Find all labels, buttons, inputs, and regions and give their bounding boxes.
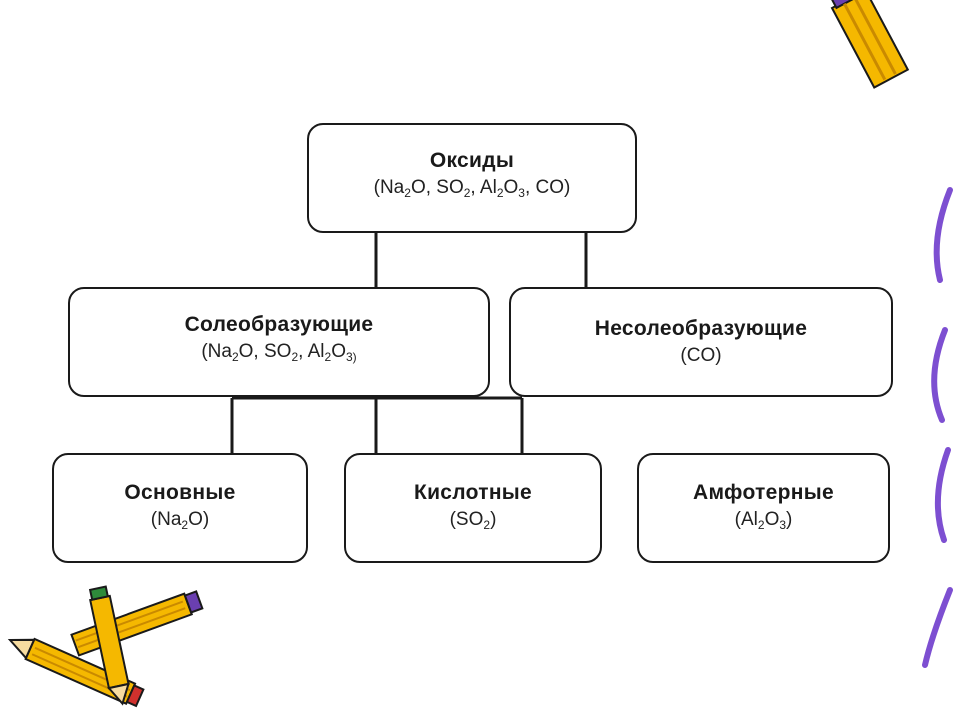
node-oxides-formula: (Na2O, SO2, Al2O3, CO) [309, 177, 635, 199]
formula-text: ) [490, 509, 497, 530]
node-non-salt-forming-formula: (CO) [511, 345, 891, 367]
formula-text: (Na [373, 177, 405, 198]
node-salt-forming-title: Солеобразующие [184, 313, 374, 336]
formula-text: O [764, 509, 780, 530]
crossed-pencils-icon [7, 585, 204, 708]
formula-subscript: 2 [463, 186, 471, 200]
node-salt-forming-formula: (Na2O, SO2, Al2O3) [70, 341, 488, 363]
node-acidic-title: Кислотные [413, 481, 533, 504]
formula-text: (SO [449, 509, 484, 530]
node-acidic: Кислотные (SO2) [344, 453, 602, 563]
formula-subscript: 3) [346, 350, 357, 364]
node-acidic-formula: (SO2) [346, 509, 600, 531]
formula-text: O [503, 177, 519, 198]
node-amphoteric-title: Амфотерные [693, 481, 834, 504]
node-basic-title: Основные [124, 481, 236, 504]
formula-subscript: 2 [496, 186, 504, 200]
formula-text: ) [786, 509, 793, 530]
node-non-salt-forming: Несолеобразующие (CO) [509, 287, 893, 397]
node-oxides-title: Оксиды [429, 149, 515, 172]
formula-text: O, SO [410, 177, 464, 198]
node-salt-forming: Солеобразующие (Na2O, SO2, Al2O3) [68, 287, 490, 397]
formula-text: (Na [150, 509, 182, 530]
side-curve-decoration [922, 187, 953, 668]
node-basic-formula: (Na2O) [54, 509, 306, 531]
pencil-icon [828, 0, 910, 89]
formula-subscript: 2 [181, 518, 189, 532]
formula-subscript: 3 [518, 186, 525, 200]
formula-subscript: 2 [404, 186, 411, 200]
formula-text: , Al [470, 177, 497, 198]
formula-subscript: 2 [483, 518, 491, 532]
node-oxides: Оксиды (Na2O, SO2, Al2O3, CO) [307, 123, 637, 233]
formula-text: , Al [298, 341, 325, 362]
formula-text: , CO) [524, 177, 571, 198]
formula-text: O [331, 341, 346, 362]
formula-text: O) [188, 509, 210, 530]
node-non-salt-forming-title: Несолеобразующие [594, 317, 808, 340]
node-amphoteric: Амфотерные (Al2O3) [637, 453, 890, 563]
formula-subscript: 2 [291, 350, 299, 364]
formula-subscript: 2 [324, 350, 332, 364]
formula-text: (CO) [680, 345, 722, 366]
formula-text: (Al [734, 509, 758, 530]
formula-subscript: 2 [757, 518, 765, 532]
formula-text: (Na [201, 341, 232, 362]
node-amphoteric-formula: (Al2O3) [639, 509, 888, 531]
formula-text: O, SO [238, 341, 292, 362]
node-basic: Основные (Na2O) [52, 453, 308, 563]
formula-subscript: 2 [231, 350, 239, 364]
formula-subscript: 3 [779, 518, 787, 532]
